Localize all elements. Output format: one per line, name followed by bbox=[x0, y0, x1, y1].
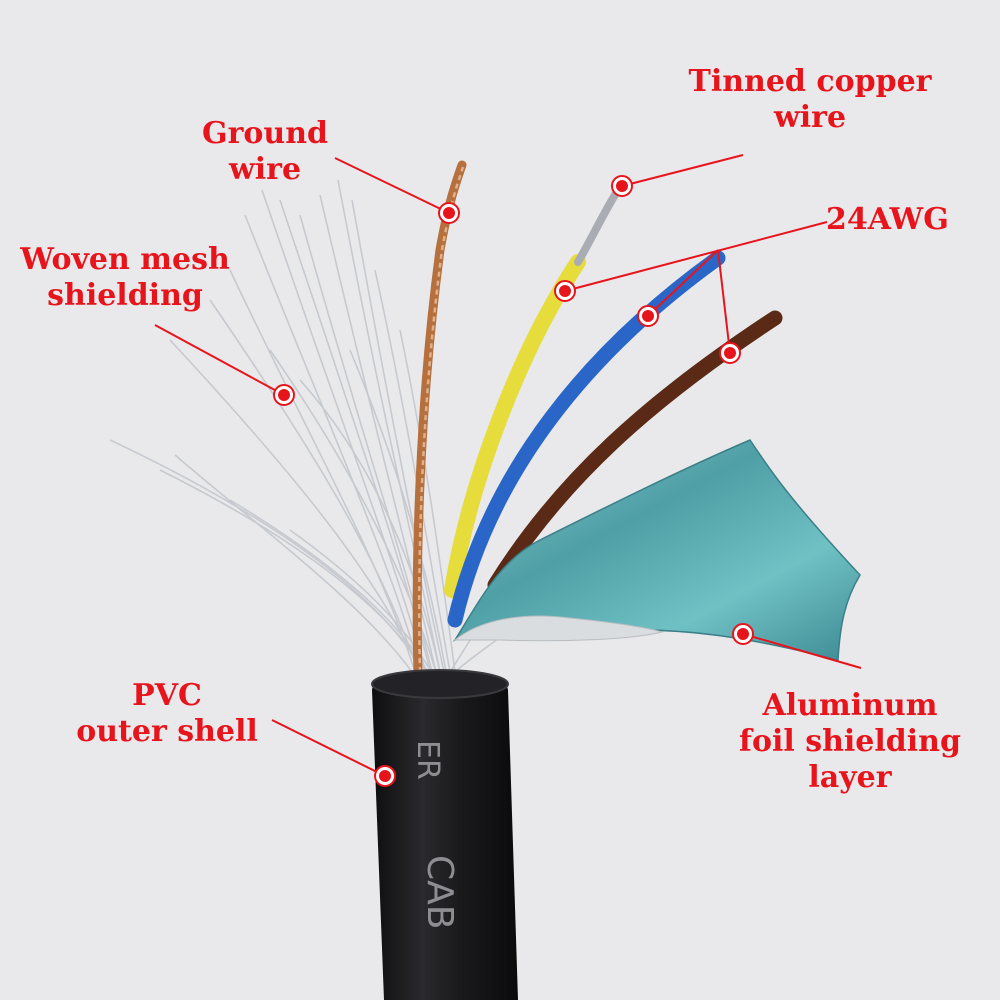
leader-aluminum bbox=[742, 633, 862, 669]
dot-pvc bbox=[374, 765, 396, 787]
label-aluminum-line3: layer bbox=[808, 760, 892, 795]
label-woven-mesh-line2: shielding bbox=[47, 278, 203, 313]
leader-awg-yellow bbox=[564, 221, 828, 292]
tinned-copper-tip bbox=[574, 186, 622, 266]
label-ground-wire: Ground wire bbox=[180, 116, 350, 188]
label-24awg: 24AWG bbox=[826, 202, 986, 238]
leader-woven-mesh bbox=[154, 324, 285, 396]
aluminum-foil-silver-edge bbox=[453, 615, 664, 642]
dot-blue-wire bbox=[637, 305, 659, 327]
label-aluminum-line1: Aluminum bbox=[762, 688, 938, 723]
label-tinned-copper-line1: Tinned copper bbox=[688, 64, 932, 99]
label-24awg-text: 24AWG bbox=[826, 202, 949, 237]
cable-print-top: ER bbox=[410, 740, 445, 780]
annotation-lines bbox=[154, 154, 862, 777]
leader-awg-brown bbox=[717, 249, 731, 354]
leader-ground-wire bbox=[334, 157, 450, 214]
dot-brown-wire bbox=[719, 342, 741, 364]
leader-tinned-copper bbox=[621, 154, 744, 187]
pvc-jacket-shape bbox=[372, 672, 518, 1000]
label-ground-wire-line1: Ground bbox=[201, 116, 329, 151]
dot-tinned-copper bbox=[611, 175, 633, 197]
dot-woven-mesh bbox=[273, 384, 295, 406]
annotation-dots bbox=[273, 175, 754, 787]
label-aluminum-line2: foil shielding bbox=[739, 724, 961, 759]
leader-pvc bbox=[271, 719, 386, 777]
label-woven-mesh: Woven mesh shielding bbox=[10, 242, 240, 314]
dot-aluminum bbox=[732, 623, 754, 645]
label-pvc-line2: outer shell bbox=[76, 714, 258, 749]
ground-wire-highlight bbox=[417, 166, 465, 673]
woven-mesh-strands bbox=[109, 179, 521, 677]
leader-awg-blue bbox=[647, 249, 719, 317]
label-pvc-line1: PVC bbox=[132, 678, 202, 713]
label-aluminum-foil: Aluminum foil shielding layer bbox=[730, 688, 970, 796]
label-pvc-outer-shell: PVC outer shell bbox=[62, 678, 272, 750]
pvc-jacket-opening bbox=[371, 669, 509, 699]
label-woven-mesh-line1: Woven mesh bbox=[20, 242, 230, 277]
cable-print-bottom: CAB bbox=[419, 855, 460, 929]
ground-wire-shape bbox=[412, 160, 467, 677]
yellow-wire-shape bbox=[444, 254, 586, 598]
label-tinned-copper-wire: Tinned copper wire bbox=[665, 64, 955, 136]
label-ground-wire-line2: wire bbox=[228, 152, 302, 187]
dot-ground-wire bbox=[438, 202, 460, 224]
label-tinned-copper-line2: wire bbox=[773, 100, 847, 135]
dot-yellow-wire bbox=[554, 280, 576, 302]
